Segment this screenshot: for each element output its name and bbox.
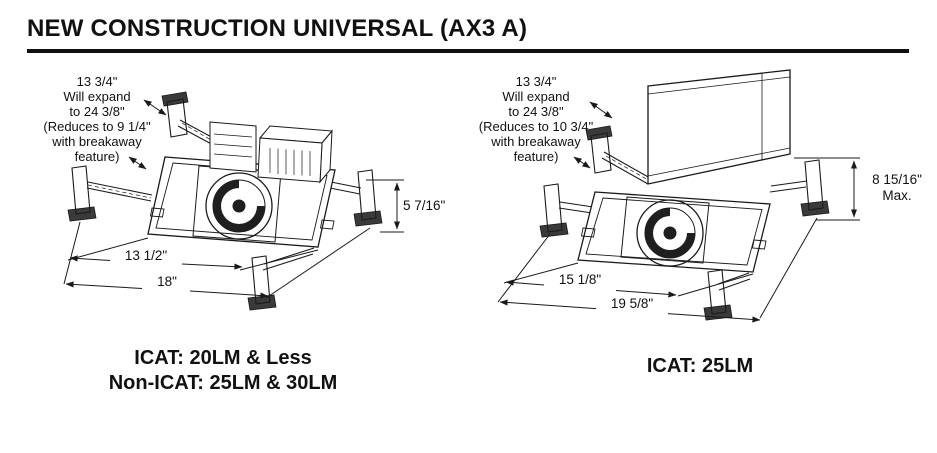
- expansion-note-line: to 24 3/8": [69, 104, 125, 119]
- expansion-note: 13 3/4" Will expand to 24 3/8" (Reduces …: [30, 74, 164, 164]
- figure-right: 13 3/4" Will expand to 24 3/8" (Reduces …: [460, 62, 937, 453]
- light-aperture: [205, 172, 273, 240]
- inner-width-dimension-label: 13 1/2": [124, 248, 168, 263]
- caption-line-1: ICAT: 25LM: [646, 355, 754, 377]
- expansion-note-line: 13 3/4": [76, 74, 118, 89]
- dimension-lines: [63, 99, 404, 299]
- page-title: NEW CONSTRUCTION UNIVERSAL (AX3 A): [27, 15, 528, 42]
- expansion-note-line: (Reduces to 10 3/4": [478, 119, 594, 134]
- expansion-note: 13 3/4" Will expand to 24 3/8" (Reduces …: [466, 74, 606, 164]
- height-dimension-label: 8 15/16" Max.: [860, 172, 934, 204]
- caption-line-2: Non-ICAT: 25LM & 30LM: [108, 372, 338, 394]
- expansion-note-line: (Reduces to 9 1/4": [43, 119, 151, 134]
- housing-box: [647, 69, 791, 185]
- expansion-note-line: feature): [74, 149, 120, 164]
- left-fixture-drawing: [63, 91, 404, 311]
- height-dimension-suffix: Max.: [882, 188, 912, 203]
- right-fixture-drawing: [497, 69, 860, 323]
- expansion-note-line: Will expand: [63, 89, 131, 104]
- expansion-note-line: feature): [513, 149, 559, 164]
- height-dimension-value: 8 15/16": [872, 172, 922, 187]
- expansion-note-line: with breakaway: [491, 134, 581, 149]
- title-underline: [27, 49, 909, 53]
- height-dimension-label: 5 7/16": [403, 198, 446, 213]
- expansion-note-line: 13 3/4": [515, 74, 557, 89]
- junction-box: [209, 121, 334, 184]
- light-aperture: [636, 199, 704, 267]
- inner-width-dimension-label: 15 1/8": [558, 272, 602, 287]
- outer-width-dimension-label: 18": [157, 274, 177, 289]
- caption-line-1: ICAT: 20LM & Less: [134, 347, 312, 369]
- figure-caption: ICAT: 20LM & Less Non-ICAT: 25LM & 30LM: [40, 346, 406, 396]
- expansion-note-line: to 24 3/8": [508, 104, 564, 119]
- figure-caption: ICAT: 25LM: [590, 354, 810, 379]
- figure-left: 13 3/4" Will expand to 24 3/8" (Reduces …: [30, 62, 460, 453]
- expansion-note-line: with breakaway: [52, 134, 142, 149]
- outer-width-dimension-label: 19 5/8": [610, 296, 654, 311]
- dimension-lines: [497, 101, 860, 323]
- expansion-note-line: Will expand: [502, 89, 570, 104]
